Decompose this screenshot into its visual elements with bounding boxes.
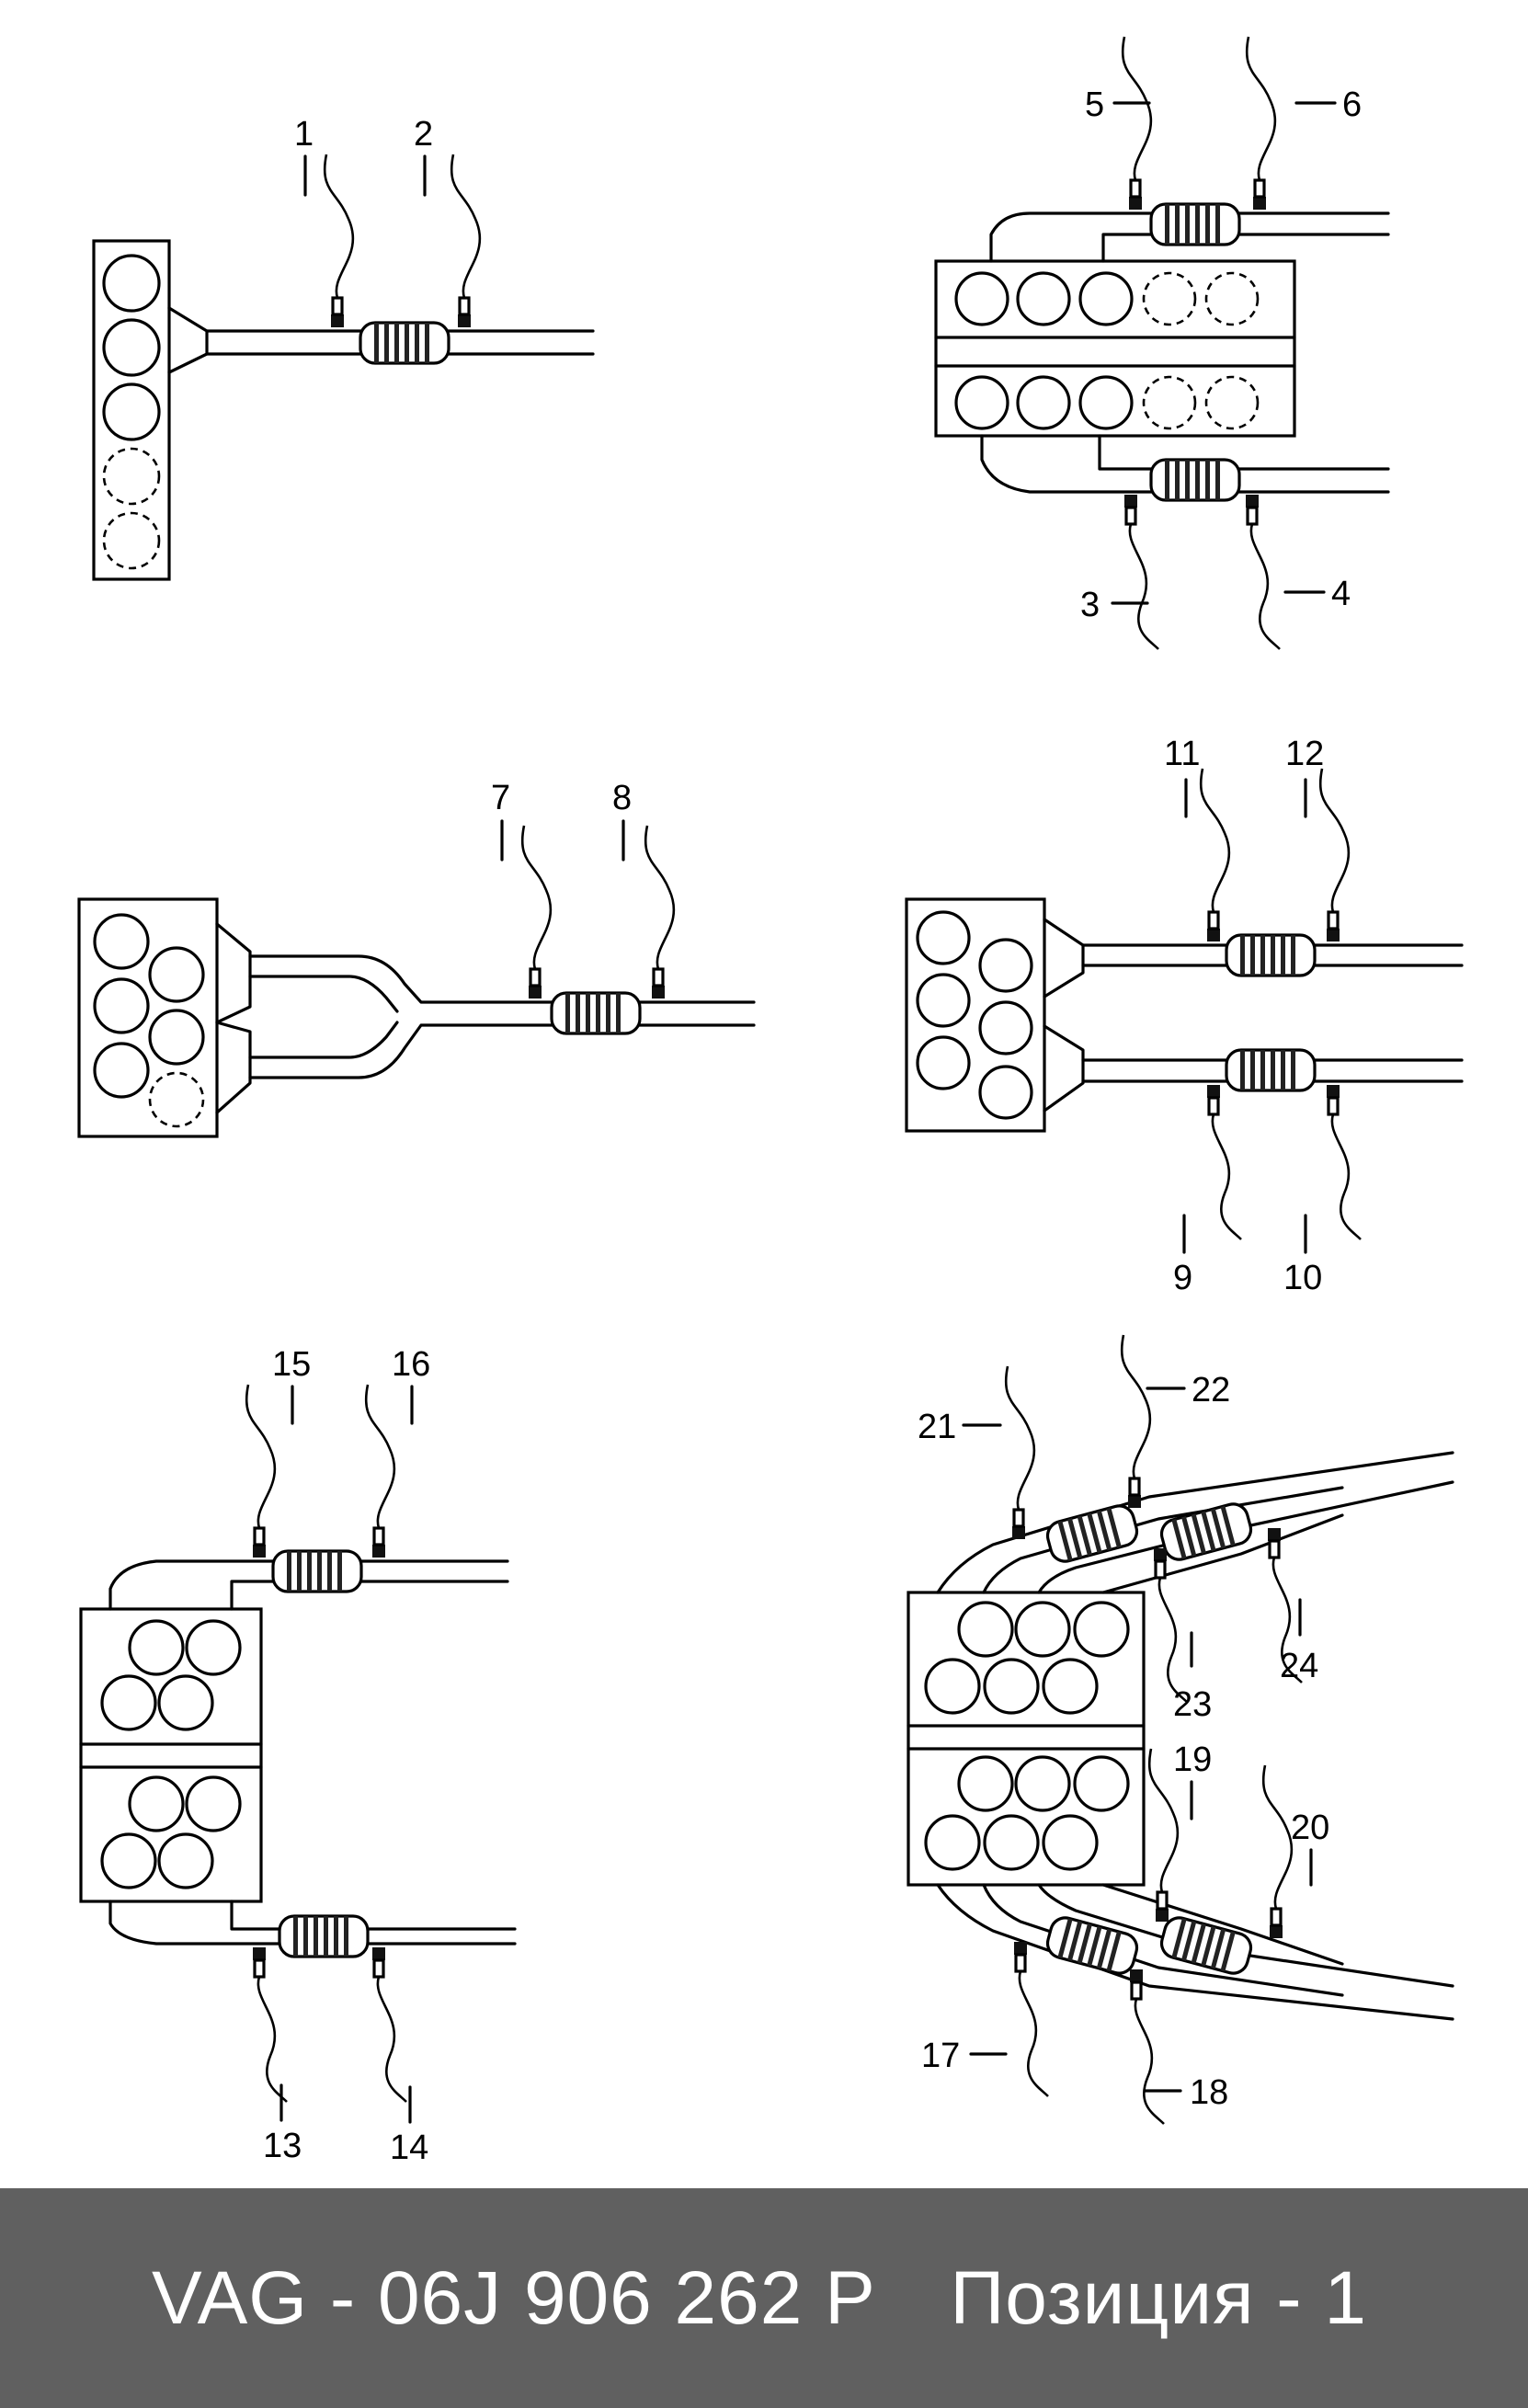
label-15: 15 [272,1345,311,1384]
label-14: 14 [390,2128,428,2167]
label-24: 24 [1280,1647,1318,1685]
label-1: 1 [294,115,314,154]
label-10: 10 [1283,1259,1322,1297]
label-11: 11 [1164,735,1200,773]
label-8: 8 [612,779,632,817]
diagram-3-inline6-y-pipe: 7 8 [77,779,756,1138]
position-label: Позиция - 1 [950,2255,1367,2340]
label-9: 9 [1173,1259,1192,1297]
label-16: 16 [392,1345,430,1384]
label-12: 12 [1285,735,1324,773]
label-13: 13 [263,2127,302,2165]
label-22: 22 [1192,1371,1230,1409]
diagram-6-w12: 21 22 23 24 19 20 17 18 [907,1333,1454,2126]
part-number: VAG - 06J 906 262 P [152,2255,876,2340]
label-20: 20 [1291,1809,1329,1847]
label-3: 3 [1080,586,1100,624]
diagram-1-inline5: 1 2 [92,115,595,581]
exhaust-sensor-diagram: 1 2 5 6 3 4 [77,35,1464,2167]
diagram-4-inline6-dual: 11 12 9 10 [905,735,1464,1297]
footer-bar: VAG - 06J 906 262 P Позиция - 1 [0,2188,1528,2408]
label-18: 18 [1190,2073,1228,2112]
label-23: 23 [1173,1685,1212,1724]
label-4: 4 [1331,575,1351,613]
label-17: 17 [921,2037,960,2075]
label-5: 5 [1085,86,1104,124]
diagram-2-v10: 5 6 3 4 [934,35,1390,651]
label-7: 7 [491,779,510,817]
diagram-5-v8: 15 16 13 14 [79,1345,517,2167]
label-6: 6 [1342,86,1362,124]
label-2: 2 [414,115,433,154]
label-19: 19 [1173,1740,1212,1779]
label-21: 21 [918,1408,956,1446]
